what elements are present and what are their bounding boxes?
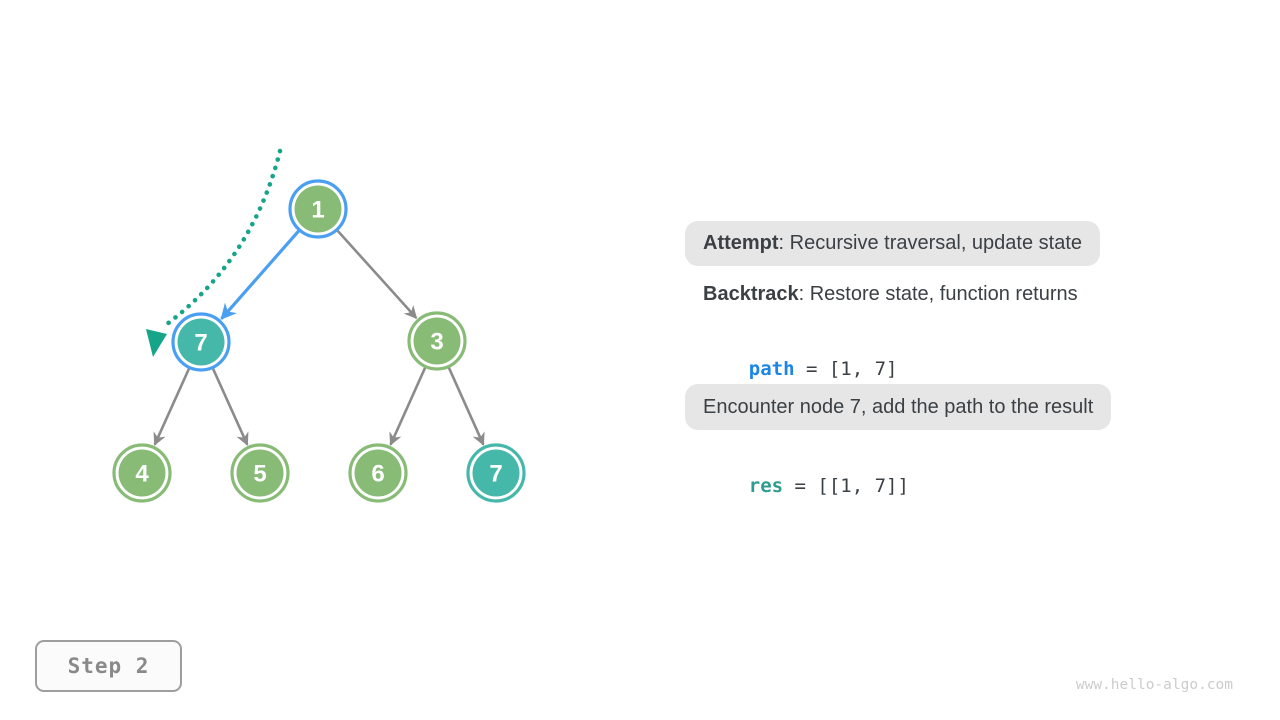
node-ring — [230, 443, 290, 503]
node-circle — [294, 185, 342, 233]
node-ring — [112, 443, 172, 503]
node-ring — [407, 311, 467, 371]
backtrack-term: Backtrack — [703, 283, 799, 305]
node-circle — [236, 449, 284, 497]
node-circle — [177, 318, 225, 366]
step-badge: Step 2 — [35, 640, 182, 692]
trace-dotted-curve — [160, 148, 283, 330]
edge-3-6 — [389, 366, 427, 446]
path-value: = [1, 7] — [794, 358, 898, 380]
backtrack-line: Backtrack: Restore state, function retur… — [703, 281, 1078, 307]
node-label: 1 — [311, 197, 324, 224]
step-badge-label: Step 2 — [67, 654, 150, 678]
watermark: www.hello-algo.com — [1075, 677, 1233, 693]
binary-tree-diagram: 1 7 3 4 5 6 — [112, 148, 526, 503]
res-variable: res — [748, 475, 784, 497]
node-circle — [118, 449, 166, 497]
backtrack-description: : Restore state, function returns — [798, 283, 1078, 305]
edge-1-7 — [220, 229, 301, 320]
attempt-term: Attempt — [703, 232, 779, 254]
node-ring — [348, 443, 408, 503]
res-code-line: res = [[1, 7]] — [703, 450, 909, 522]
node-label: 7 — [489, 461, 502, 488]
node-label: 7 — [194, 330, 207, 357]
edge-7-5 — [211, 367, 249, 446]
node-label: 4 — [135, 461, 149, 488]
path-variable: path — [748, 358, 795, 380]
node-ring — [288, 179, 348, 239]
tree-node-5: 5 — [230, 443, 290, 503]
edge-1-3 — [336, 229, 418, 319]
res-value: = [[1, 7]] — [783, 475, 909, 497]
node-ring — [466, 443, 526, 503]
tree-node-3: 3 — [407, 311, 467, 371]
path-code-line: path = [1, 7] — [703, 333, 898, 405]
attempt-description: : Recursive traversal, update state — [778, 232, 1083, 254]
node-ring — [171, 312, 231, 372]
encounter-pill: Encounter node 7, add the path to the re… — [685, 384, 1112, 430]
edge-3-7 — [447, 366, 485, 446]
node-circle — [413, 317, 461, 365]
node-circle — [472, 449, 520, 497]
node-label: 3 — [430, 329, 443, 356]
tree-node-7-left: 7 — [171, 312, 231, 372]
node-label: 6 — [371, 461, 384, 488]
encounter-text: Encounter node 7, add the path to the re… — [703, 396, 1094, 418]
node-circle — [354, 449, 402, 497]
tree-node-7-right: 7 — [466, 443, 526, 503]
edge-7-4 — [153, 367, 191, 446]
node-label: 5 — [253, 461, 266, 488]
attempt-pill: Attempt: Recursive traversal, update sta… — [685, 221, 1101, 266]
tree-node-4: 4 — [112, 443, 172, 503]
tree-node-6: 6 — [348, 443, 408, 503]
tree-node-1: 1 — [288, 179, 348, 239]
trace-arrowhead-icon — [146, 329, 167, 357]
